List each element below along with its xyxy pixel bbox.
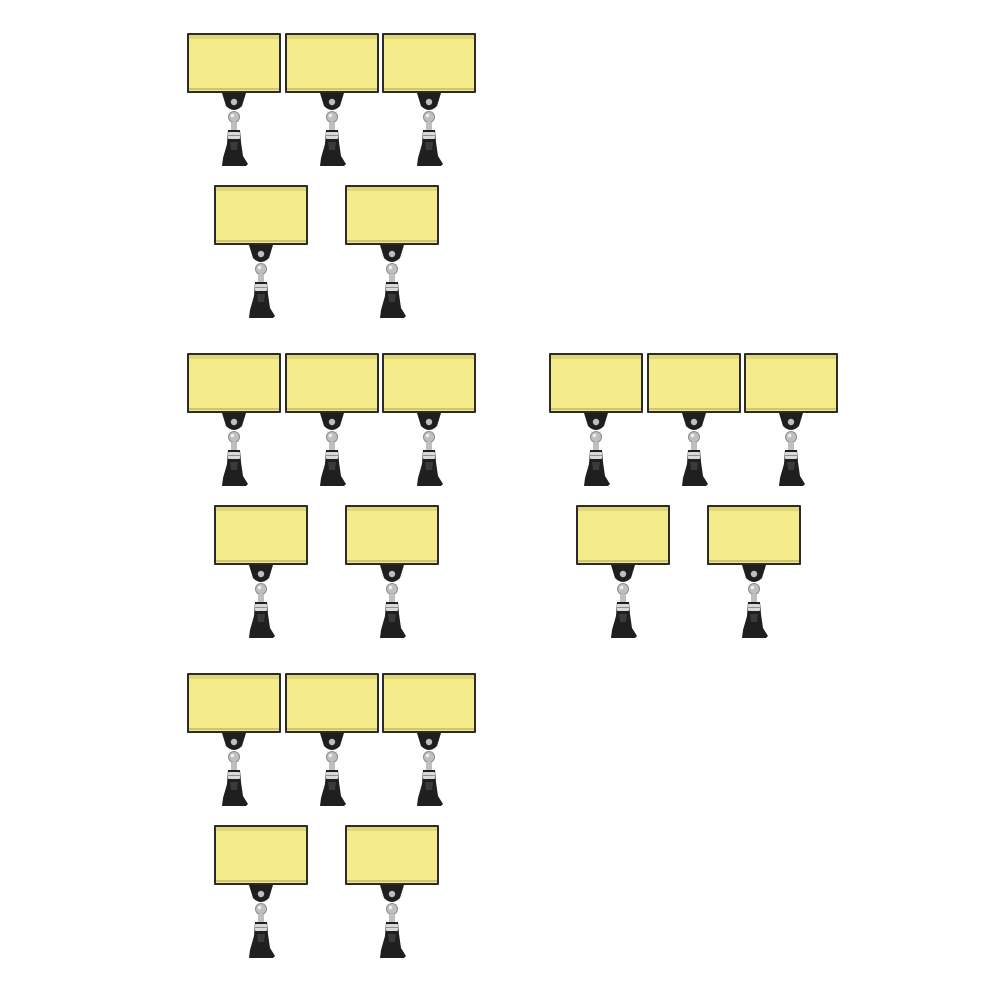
price-tag-holder-graphic — [285, 353, 379, 486]
price-tag-holder-graphic — [187, 673, 281, 806]
holder-set-middle-left — [186, 352, 486, 652]
price-tag-holder — [575, 504, 671, 644]
price-tag-holder-graphic — [647, 353, 741, 486]
price-tag-holder — [344, 824, 440, 964]
price-tag-holder-graphic — [382, 353, 476, 486]
price-tag-holder-graphic — [576, 505, 670, 638]
price-tag-holder-graphic — [345, 825, 439, 958]
price-tag-holder — [381, 32, 477, 172]
price-tag-holder-graphic — [285, 33, 379, 166]
price-tag-holder — [284, 672, 380, 812]
price-tag-holder — [186, 352, 282, 492]
price-tag-holder — [706, 504, 802, 644]
price-tag-holder-graphic — [345, 505, 439, 638]
price-tag-holder-graphic — [345, 185, 439, 318]
price-tag-holder — [213, 184, 309, 324]
price-tag-holder — [186, 32, 282, 172]
price-tag-holder-graphic — [214, 825, 308, 958]
price-tag-holder — [284, 352, 380, 492]
price-tag-holder — [381, 352, 477, 492]
holder-set-top-left — [186, 32, 486, 332]
price-tag-holder-graphic — [187, 353, 281, 486]
holder-set-middle-right — [548, 352, 848, 652]
holder-set-bottom-left — [186, 672, 486, 972]
price-tag-holder — [646, 352, 742, 492]
price-tag-holder — [344, 504, 440, 644]
price-tag-holder — [213, 824, 309, 964]
price-tag-holder-graphic — [214, 185, 308, 318]
price-tag-holder-graphic — [214, 505, 308, 638]
price-tag-holder-graphic — [707, 505, 801, 638]
price-tag-holder-graphic — [285, 673, 379, 806]
price-tag-holder — [548, 352, 644, 492]
price-tag-holder — [284, 32, 380, 172]
price-tag-holder — [213, 504, 309, 644]
price-tag-holder-graphic — [549, 353, 643, 486]
price-tag-holder-graphic — [382, 33, 476, 166]
price-tag-holder-graphic — [382, 673, 476, 806]
price-tag-holder — [743, 352, 839, 492]
price-tag-holder — [186, 672, 282, 812]
price-tag-holder-graphic — [187, 33, 281, 166]
price-tag-holder — [381, 672, 477, 812]
price-tag-holder-graphic — [744, 353, 838, 486]
price-tag-holder — [344, 184, 440, 324]
